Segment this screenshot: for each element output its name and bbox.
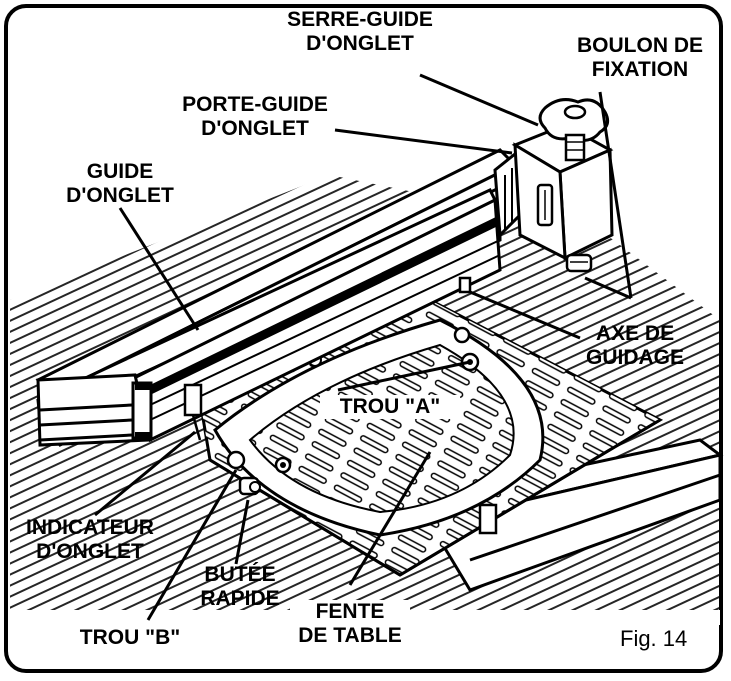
miter-indicator [183, 383, 203, 441]
guide-pin [458, 276, 472, 294]
figure-frame [4, 4, 723, 673]
figure-label: Fig. 14 [620, 626, 688, 651]
miter-fence [35, 148, 518, 447]
quick-stop [238, 476, 261, 496]
slot-clip [478, 503, 498, 535]
locking-bolt-knob [538, 98, 610, 162]
label-trou-b: TROU "B" [60, 626, 200, 650]
fence-clamp [511, 123, 614, 273]
leader-lines [94, 73, 633, 621]
label-trou-a: TROU "A" [320, 395, 460, 419]
